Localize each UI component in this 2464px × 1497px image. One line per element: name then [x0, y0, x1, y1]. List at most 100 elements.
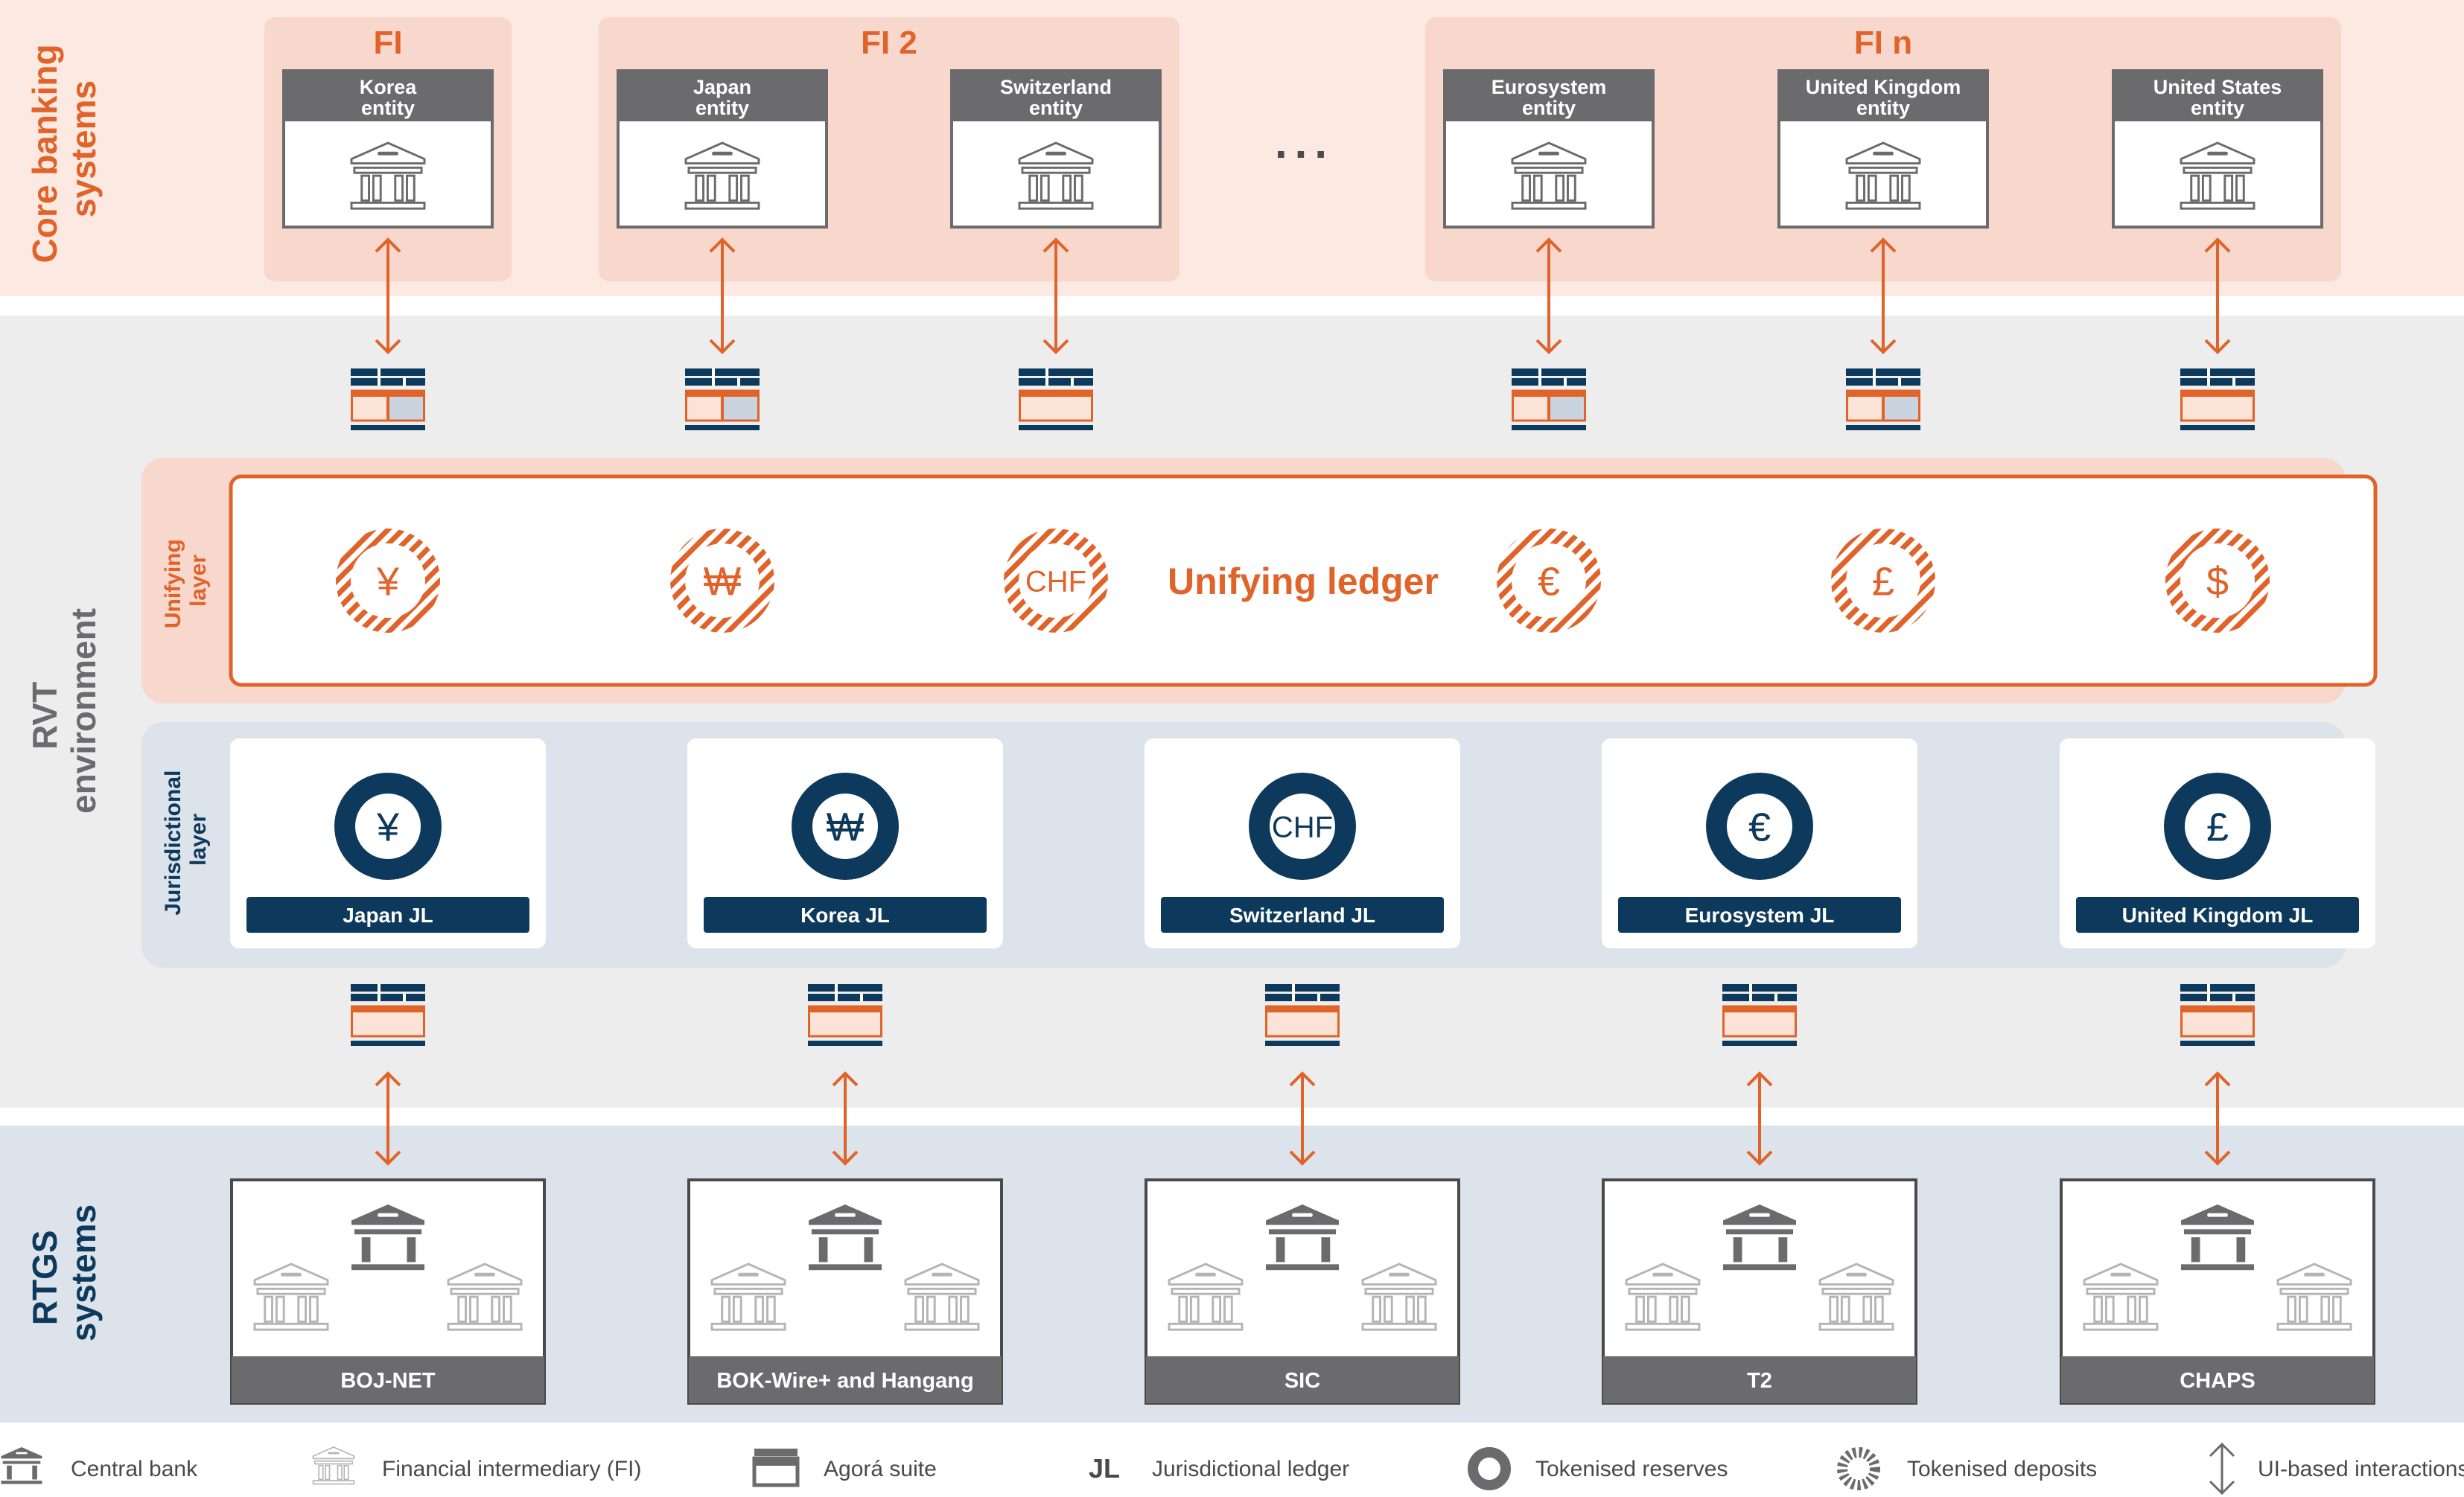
token-currency-symbol: £ [1872, 559, 1894, 604]
agora-suite-icon [1512, 368, 1586, 430]
jurisdictional-ledger-card: ₩Korea JL [687, 738, 1003, 948]
bank-column [2139, 1295, 2148, 1323]
entity-name-line1: Switzerland [1000, 76, 1112, 98]
rtgs-name: CHAPS [2180, 1369, 2256, 1393]
financial-intermediary-icon [2276, 1263, 2352, 1331]
bank-emblem [2304, 1272, 2325, 1277]
rtgs-system-box: BOK-Wire+ and Hangang [687, 1178, 1003, 1405]
bank-column [318, 1464, 324, 1481]
agora-module-header [1019, 391, 1092, 397]
bank-column [325, 1464, 331, 1481]
rtgs-system-box: SIC [1145, 1178, 1460, 1405]
arrow-head-down [375, 1150, 401, 1166]
arrow-head-down [832, 1150, 859, 1166]
agora-module-header [809, 1006, 882, 1012]
bank-base [2181, 1264, 2254, 1271]
bank-column [2287, 1295, 2296, 1323]
agora-bar [1265, 984, 1340, 992]
double-arrow-icon [1870, 237, 1897, 354]
agora-bar [1265, 1041, 1340, 1046]
agora-gap [378, 368, 381, 386]
bank-column [1417, 1295, 1427, 1323]
bank-base [684, 201, 760, 210]
agora-bar [685, 378, 760, 386]
bank-column [361, 1237, 371, 1263]
agora-module-header [1266, 1006, 1339, 1012]
bank-column [394, 174, 404, 202]
double-arrow-icon [1535, 237, 1562, 354]
bank-column [1681, 1295, 1690, 1323]
bank-column [2332, 1295, 2342, 1323]
bank-column [1555, 174, 1565, 202]
agora-bar [1722, 984, 1797, 992]
bank-architrave [313, 1460, 354, 1465]
agora-gap [1873, 368, 1876, 386]
bank-base [1266, 1264, 1339, 1271]
bank-column [1646, 1295, 1657, 1323]
bank-column [1040, 174, 1050, 202]
bank-base [351, 1264, 424, 1271]
agora-suite-icon [808, 984, 882, 1046]
financial-intermediary-icon [447, 1263, 523, 1331]
financial-intermediary-icon [1625, 1263, 1701, 1331]
bank-base [1723, 1264, 1796, 1271]
agora-bar [2180, 368, 2255, 376]
bank-base [710, 1322, 786, 1331]
agora-gap [1898, 378, 1901, 386]
bank-column [864, 1237, 873, 1263]
arrow-head-down [1289, 1150, 1316, 1166]
agora-gap [2207, 368, 2210, 386]
agora-gap [737, 378, 740, 386]
bank-architrave [354, 1229, 422, 1235]
bank-column [457, 1295, 467, 1323]
bank-column [2236, 1237, 2246, 1263]
legend: Central bank Financial intermediary (FI)… [1, 1442, 2464, 1496]
tokenised-deposit-token: $ [2165, 529, 2270, 633]
rtgs-system-box: CHAPS [2060, 1178, 2375, 1405]
bank-base [1818, 1322, 1894, 1331]
bank-emblem [932, 1272, 952, 1277]
agora-module-header [1847, 391, 1920, 397]
bank-emblem [1873, 151, 1894, 156]
bank-column [818, 1237, 828, 1263]
double-arrow-icon [2209, 1442, 2235, 1496]
bank-architrave [2183, 166, 2253, 174]
central-bank-icon [351, 1204, 424, 1271]
bank-column [2223, 174, 2234, 202]
agora-bar [2180, 425, 2255, 430]
agora-gap [1045, 368, 1048, 386]
agora-bar [1846, 378, 1920, 386]
reserve-currency-symbol: ₩ [827, 805, 865, 849]
tokenised-deposits-icon [1837, 1447, 1880, 1490]
core-banking-label: Core banking systems [25, 35, 103, 264]
bank-emblem [474, 1272, 495, 1277]
agora-suite-icon [685, 368, 760, 430]
bank-emblem [1292, 1213, 1313, 1217]
bank-column [1669, 1295, 1679, 1323]
bank-column [2201, 174, 2212, 202]
central-bank-icon [1, 1447, 42, 1484]
bank-architrave [2183, 1229, 2252, 1235]
financial-intermediary-icon [1845, 141, 1921, 210]
agora-gap [1071, 378, 1074, 386]
agora-gap [403, 378, 406, 386]
bank-architrave [2, 1461, 41, 1464]
double-arrow-icon [1289, 1071, 1316, 1166]
bank-column [1383, 1295, 1393, 1323]
financial-intermediary-icon [350, 141, 426, 210]
reserve-currency-symbol: CHF [1272, 811, 1333, 843]
double-arrow-icon [1746, 1071, 1773, 1166]
jurisdictional-ledger-card: ¥Japan JL [230, 738, 546, 948]
bank-architrave [811, 1229, 879, 1235]
bank-architrave [1628, 1287, 1698, 1295]
entity-card-header [2113, 71, 2322, 121]
bank-architrave [1848, 166, 1918, 174]
entity-card-header [952, 71, 1160, 121]
double-arrow-icon [375, 237, 401, 354]
bank-column [728, 174, 739, 202]
entity-name-line2: entity [695, 97, 749, 119]
arrow-head-down [375, 339, 401, 354]
entity-name-line2: entity [361, 97, 415, 119]
agora-bar [1722, 994, 1797, 1001]
legend-agora-label: Agorá suite [824, 1457, 937, 1481]
